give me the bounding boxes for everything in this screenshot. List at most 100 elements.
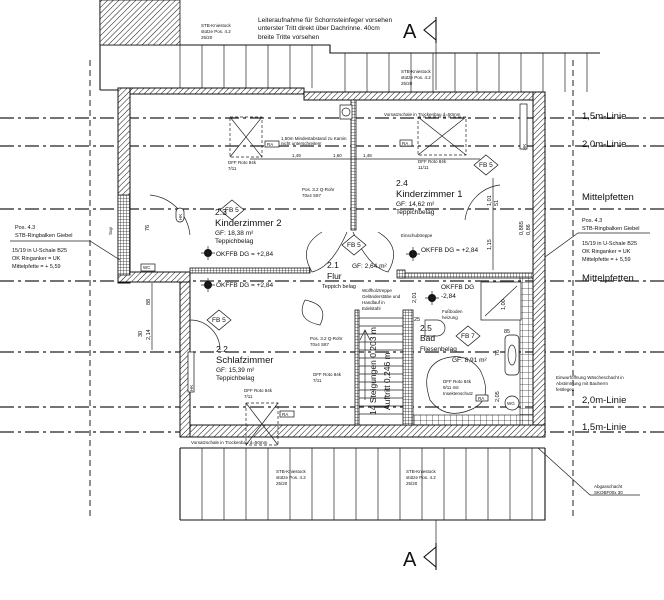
kniestock-note: STB-Kniestock [406,469,437,474]
kniestock-note: 25/20 [201,35,213,40]
ringbalken-note: 15/19 in U-Schale B25 [12,248,67,254]
fussboden-note: heizung [442,315,458,320]
einschubtreppe-note: Einschubtreppe [401,233,433,238]
room-number: 2.1 [327,260,339,270]
label-1-5m-line-top: 1,5m-Linie [582,111,626,122]
level-kinderzimmer2-b: OKFFB DG = +2,84 [216,282,273,289]
ringbalken-note: OK Ringanker = UK [12,256,61,262]
level-lines [0,60,664,520]
treppe-note: Wolfholztreppe [362,288,392,293]
dim: 30 [138,331,144,337]
label-1-5m-line-bottom: 1,5m-Linie [582,422,626,433]
rohr-note: 70x4 S87 [310,342,330,347]
ringbalken-note: Pos. 4.3 [15,225,35,231]
kamin-note: nicht unterschreiten! [281,141,322,146]
kniestock-note: stütze Pos. 4.2 [406,475,436,480]
dim: 2,05 [495,391,501,402]
room-number: 2.2 [216,344,228,354]
room-number: 2.3 [215,207,227,217]
chimney-note: Leiteraufnahme für Schornsteinfeger vors… [258,17,392,24]
ra-tag: RA [478,396,484,401]
room-flur: 2.1 Flur GF: 2,64 m² Teppich belag [322,260,388,290]
ringbalken-note: Mittelpfette = + 5,59 [12,264,61,270]
room-name: Flur [327,271,342,281]
sup-note: Sup [108,226,113,235]
treppe-note: Edelstahl [362,306,381,311]
room-bad: 2.5 Bad GF: 8,91 m² Fliesenbelag [420,323,488,364]
dff-note: DFF Roto 84k [443,379,472,384]
dim: 2,01 [412,292,418,303]
rohr-note: Pos. 3.2 Q-Rohr [302,187,335,192]
dff-note: DFF Roto 84k [313,372,342,377]
hk-tag: HK [522,144,527,150]
room-number: 2.4 [396,178,408,188]
kniestock-note: STB-Kniestock [201,23,232,28]
dff-note: 11/11 [418,165,429,170]
room-floor: Teppichbelag [215,238,254,245]
dim: 51 [494,200,500,206]
kniestock-note: 25/20 [406,481,418,486]
interior-walls [189,99,534,426]
kniestock-note: stütze Pos. 4.2 [401,75,431,80]
dff-note: 7/11 [244,394,253,399]
dim: 76 [495,350,501,356]
kniestock-note: stütze Pos. 4.2 [276,475,306,480]
fb-kinderzimmer1: FB 5 [479,162,493,169]
outer-walls [117,87,546,438]
wc-tag: WG [507,401,515,406]
room-number: 2.5 [420,323,432,333]
dff-note: Insektenschutz [443,391,474,396]
fixture-tags: RA WC HK RA HK RA RA HK [140,103,528,418]
room-area: GF: 18,38 m² [215,230,254,237]
room-area: GF: 15,39 m² [216,367,255,374]
ra-tag: RA [402,141,408,146]
stair-tread-label: Auftritt 0,246 m [382,352,392,410]
fb-flur: FB 5 [347,242,361,249]
section-label: A [403,21,417,43]
section-marker-bottom: A [403,520,437,571]
dim: 1,00 [501,299,507,310]
waesche-note: Einwurföffnung Wäscheschacht in [556,375,624,380]
room-floor: Teppichbelag [396,209,435,216]
ra-tag: RA [282,412,288,417]
waesche-note: Abstimmung mit Bauherrn [556,381,609,386]
kniestock-note: STB-Kniestock [401,69,432,74]
bath-fixtures: WG [424,281,522,411]
dim: 1,01 [487,195,493,206]
label-mittelpfetten: Mittelpfetten [582,192,634,203]
ringbalken-note: STB-Ringbalken Giebel [15,233,72,239]
wc-tag: WC [143,265,151,270]
room-area: GF: 14,62 m² [396,201,435,208]
kamin-note: 1,50m Mindestabstand zu Kamin [281,136,347,141]
ra-tag: RA [267,142,273,147]
label-2-0m-line-bottom: 2,0m-Linie [582,395,626,406]
section-marker-top: A [403,17,437,90]
vorsatzschale-note: Vorsatzschale in Trockenbau d=50mm [384,112,461,117]
treppe-note: Geländerstäbe und [362,294,401,299]
stair-rise-label: 14 Steigungen 0,203 m [368,327,378,415]
section-label: A [403,549,417,571]
kniestock-note: 25/20 [401,81,413,86]
level-bad-value: -2,84 [441,293,456,300]
dff-note: DFF Roto 84k [418,159,447,164]
chimney-note: unterster Tritt direkt über Dachrinne. 4… [258,25,380,32]
roof-bottom [179,447,546,521]
fb-kinderzimmer2: FB 5 [225,207,239,214]
dim: 1,60 [333,153,342,158]
rohr-note: Pos. 3.2 Q-Rohr [310,336,343,341]
fb-schlafzimmer: FB 5 [212,317,226,324]
label-mittelpfetten-2: Mittelpfetten [582,273,634,284]
ringbalken-note: OK Ringanker = UK [582,249,631,255]
hk-tag: HK [189,385,194,391]
level-markers: OKFFB DG = +2,84 OKFFB DG = +2,84 OKFFB … [201,246,478,305]
ringbalken-note: 15/19 in U-Schale B25 [582,241,637,247]
dimensions: 1,01 51 1,15 0,885 0,86 88 30 2,14 76 2,… [138,153,532,402]
ringbalken-note: Pos. 4.3 [582,218,602,224]
abgasschacht-note: SKOBF00x 30 [594,490,623,495]
room-name: Bad [420,333,435,343]
dim: 76 [145,225,151,231]
room-name: Kinderzimmer 2 [215,218,282,229]
ringbalken-note: Mittelpfette = + 5,59 [582,257,631,263]
dff-note: DFF Roto 84k [244,388,273,393]
roof-top [99,0,600,92]
